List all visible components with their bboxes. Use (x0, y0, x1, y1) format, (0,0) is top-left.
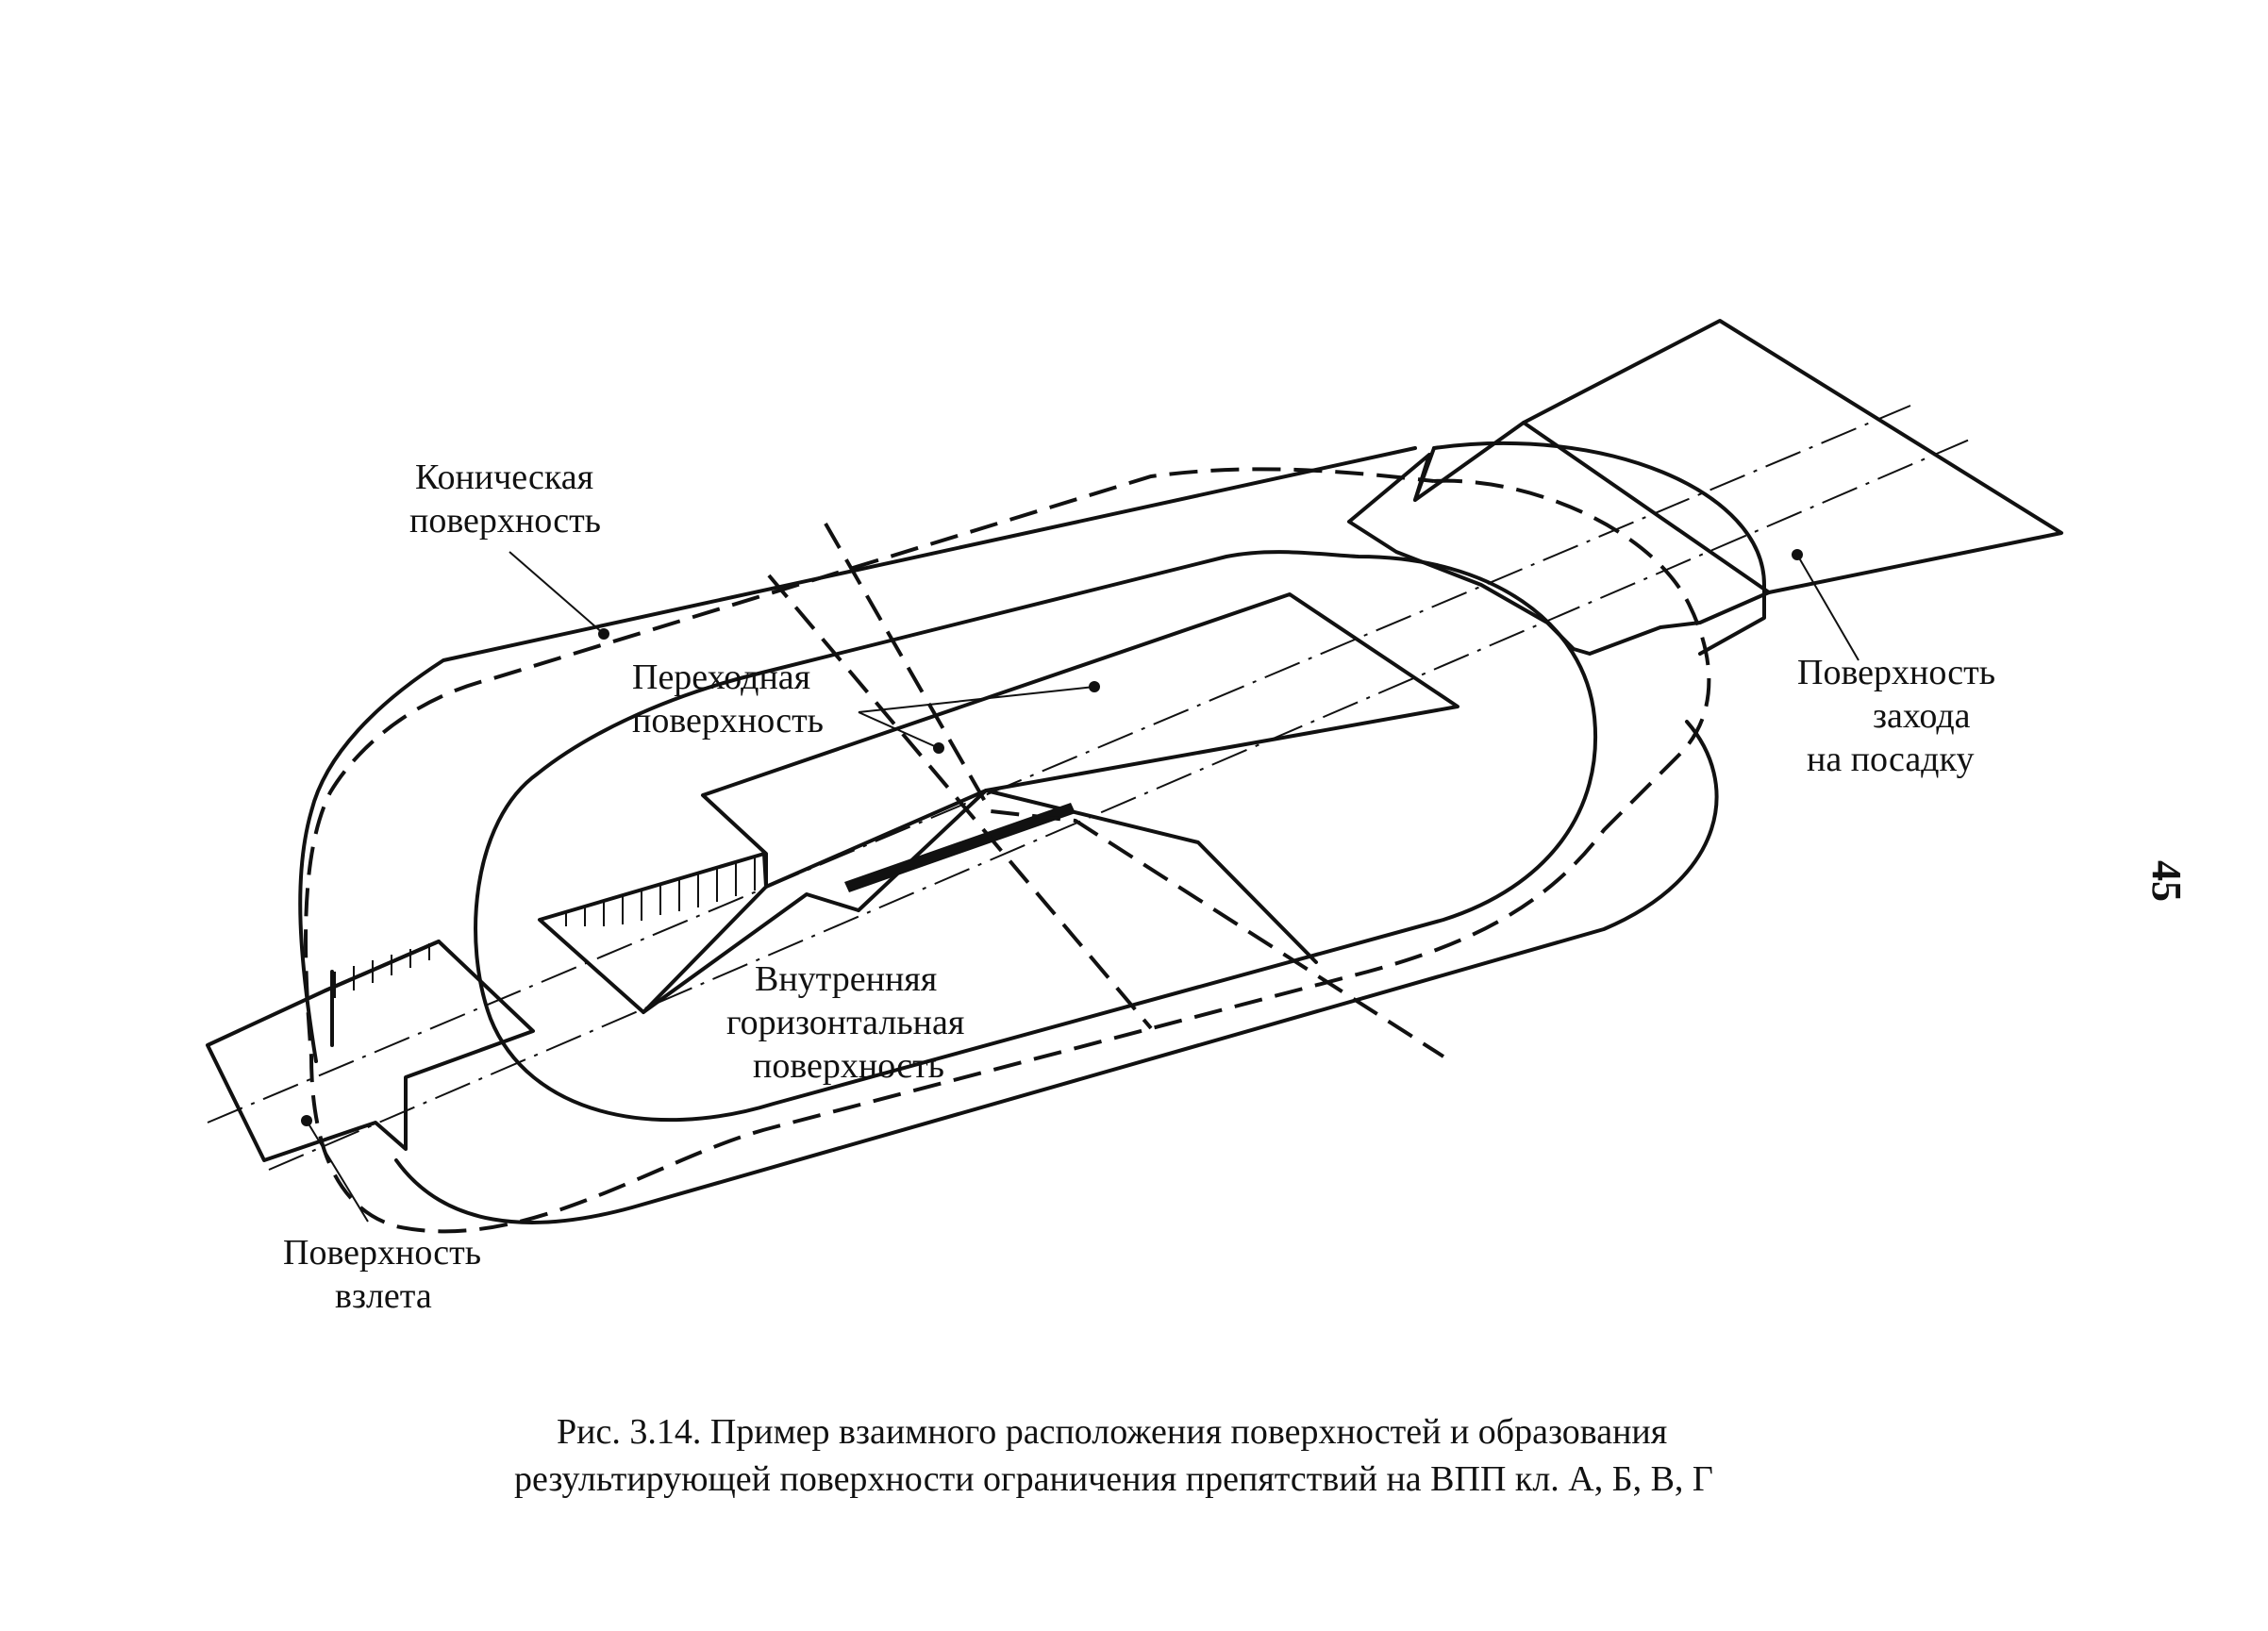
takeoff-surface-label: Поверхность взлета (283, 1233, 491, 1316)
leader-lines (301, 549, 1859, 1223)
approach-surface-label: Поверхность захода на посадку (1797, 653, 2005, 779)
figure-caption-line1: Рис. 3.14. Пример взаимного расположения… (557, 1412, 1667, 1452)
figure-caption-line2: результирующей поверхности ограничения п… (514, 1459, 1713, 1499)
inner-horizontal-surface-label-line3: поверхность (753, 1046, 944, 1086)
projection-line-1 (824, 523, 1445, 1058)
runway-centerline-secondary (268, 438, 1973, 1171)
conical-surface-outer-boundary (298, 441, 1766, 1224)
runway-centerline (207, 405, 1911, 1123)
inner-horizontal-surface-boundary (474, 550, 1598, 1123)
takeoff-surface-label-line2: взлета (335, 1276, 432, 1316)
takeoff-surface-wall (324, 940, 441, 1047)
approach-surface (1347, 319, 2063, 656)
takeoff-surface-label-line1: Поверхность (283, 1233, 481, 1273)
conical-surface-dashed-edge (304, 467, 1711, 1234)
approach-surface-segments (1413, 421, 1771, 594)
takeoff-surface (206, 940, 535, 1162)
transitional-surface-lower-edge (642, 892, 860, 1014)
projection-line-2 (767, 574, 1153, 1030)
inner-horizontal-surface-label-line1: Внутренняя (755, 959, 937, 999)
inner-horizontal-surface-label: Внутренняя горизонтальная поверхность (726, 959, 974, 1086)
conical-surface-label-line1: Коническая (415, 458, 593, 497)
conical-surface-label: Коническая поверхность (409, 458, 603, 541)
inner-horizontal-surface-label-line2: горизонтальная (726, 1003, 964, 1042)
approach-surface-label-line1: Поверхность (1797, 653, 1995, 692)
transitional-surface-label: Переходная поверхность (632, 657, 824, 741)
conical-surface-label-line2: поверхность (409, 501, 601, 541)
approach-surface-label-line2: захода (1873, 696, 1971, 736)
runway-strip (844, 803, 1076, 892)
transitional-surface-label-line1: Переходная (632, 657, 810, 697)
transitional-surface-upper (701, 592, 1459, 889)
page-number: 45 (2143, 860, 2190, 902)
transitional-surface-label-line2: поверхность (632, 701, 824, 741)
approach-surface-label-line3: на посадку (1807, 740, 1974, 779)
